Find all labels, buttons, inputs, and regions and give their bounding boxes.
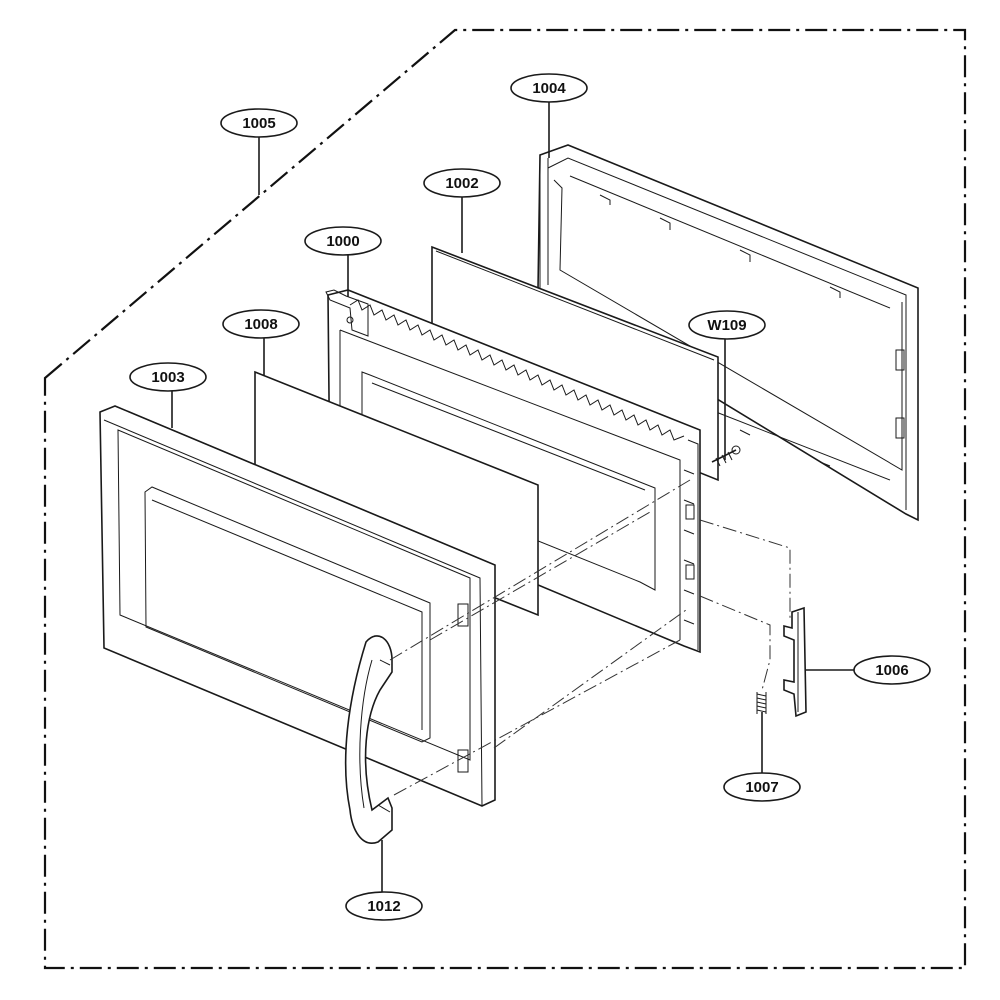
callout-1000-label: 1000 [326, 233, 359, 250]
callout-1003-label: 1003 [151, 369, 184, 386]
callout-1004-label: 1004 [532, 80, 566, 97]
part-1000-inner-frame [325, 289, 701, 654]
callout-1005-label: 1005 [242, 115, 275, 132]
callout-1003: 1003 [129, 362, 207, 392]
callout-1007: 1007 [723, 772, 801, 802]
callout-1004: 1004 [510, 73, 588, 103]
part-1012-handle [344, 635, 393, 844]
alignment-lines [389, 479, 791, 796]
callout-1006-label: 1006 [875, 662, 908, 679]
assembly-boundary [43, 28, 967, 970]
callout-1005: 1005 [220, 108, 298, 138]
part-1003-front-door [99, 405, 496, 807]
callout-w109-label: W109 [707, 317, 746, 334]
callout-w109: W109 [688, 310, 766, 340]
part-1006-latch [783, 606, 807, 718]
callout-1000: 1000 [304, 226, 382, 256]
callout-1002-label: 1002 [445, 175, 478, 192]
callout-1002: 1002 [423, 168, 501, 198]
part-1007-spring [756, 692, 767, 714]
callout-1012-label: 1012 [367, 898, 400, 915]
leader-lines [171, 101, 854, 893]
callout-1006: 1006 [853, 655, 931, 685]
callout-1008-label: 1008 [244, 316, 277, 333]
part-w109-screw [711, 445, 741, 467]
callout-1012: 1012 [345, 891, 423, 921]
callout-1007-label: 1007 [745, 779, 778, 796]
callout-1008: 1008 [222, 309, 300, 339]
